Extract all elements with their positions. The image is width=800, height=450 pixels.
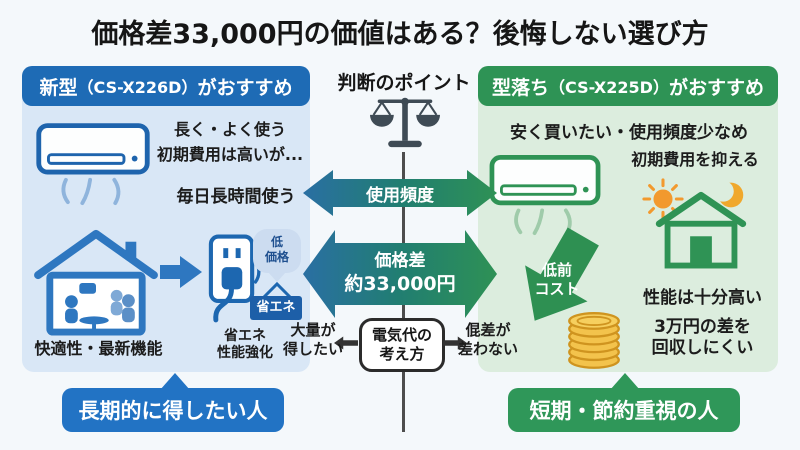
right-callout: 短期・節約重視の人 (508, 388, 740, 432)
left-eco-label: 省エネ 性能強化 (203, 328, 287, 362)
left-note: 長く・よく使う 初期費用は高いが... (145, 117, 315, 167)
left-usage-label: 毎日長時間使う (176, 187, 296, 207)
left-pointer-arrow-icon (334, 336, 358, 350)
low-price-balloon: 低 価格 (253, 229, 301, 273)
left-eco-label-line1: 省エネ (224, 328, 266, 344)
coins-icon (568, 312, 620, 369)
left-note-line1: 長く・よく使う (173, 120, 286, 139)
price-difference-label: 価格差 約33,000円 (303, 241, 497, 305)
cost-down-label-line1: 低前 (541, 261, 572, 279)
house-family-icon (34, 229, 158, 336)
left-eco-label-line2: 性能強化 (217, 345, 273, 361)
usage-frequency-arrow (303, 170, 497, 216)
right-header-suffix: がおすすめ (668, 76, 764, 99)
center-left-note-line1: 大量が (290, 321, 336, 339)
center-left-note: 大量が 得したい (282, 321, 344, 359)
electricity-cost-box: 電気代の 考え方 (359, 318, 445, 372)
balance-scale-icon (370, 97, 440, 148)
cost-down-label-line2: コスト (534, 280, 580, 298)
center-left-note-line2: 得したい (282, 340, 343, 358)
sign-hanger-icon (262, 282, 292, 298)
left-panel-header: 新型 （CS-X226D） がおすすめ (22, 66, 310, 106)
power-outlet-icon (208, 234, 261, 323)
right-recover-line1: 3万円の差を (654, 317, 751, 337)
electricity-box-line2: 考え方 (379, 345, 425, 363)
price-difference-arrow (303, 230, 497, 318)
air-conditioner-green-icon (489, 155, 601, 236)
price-difference-text2: 約33,000円 (344, 273, 456, 295)
moon-icon (712, 180, 744, 208)
cost-down-arrow-icon (525, 227, 599, 321)
right-note2: 初期費用を抑える (631, 150, 759, 169)
right-performance-label: 性能は十分高い (643, 288, 762, 308)
center-header: 判断のポイント (337, 72, 471, 94)
center-right-note-line2: 差わない (457, 340, 518, 358)
right-arrow-blue-icon (160, 256, 202, 288)
right-recover-label: 3万円の差を 回収しにくい (625, 317, 780, 359)
air-conditioner-blue-icon (36, 123, 150, 206)
left-header-suffix: がおすすめ (197, 76, 293, 99)
right-pointer-arrow-icon (443, 336, 467, 350)
low-price-balloon-pointer (268, 272, 286, 282)
eco-badge: 省エネ (250, 296, 302, 320)
right-note1: 安く買いたい・使用頻度少なめ (510, 123, 748, 143)
left-header-prefix: 新型 (39, 76, 78, 99)
right-panel-header: 型落ち （CS-X225D） がおすすめ (478, 66, 778, 106)
cost-down-label: 低前 コスト (524, 260, 590, 300)
left-callout-pointer (160, 373, 190, 390)
right-recover-line2: 回収しにくい (651, 338, 754, 358)
left-note-line2: 初期費用は高いが... (156, 145, 304, 164)
center-right-note: 倱差が 差わない (456, 321, 520, 359)
right-header-prefix: 型落ち (492, 76, 550, 99)
center-right-note-line1: 倱差が (465, 321, 511, 339)
left-callout: 長期的に得したい人 (62, 388, 284, 432)
right-callout-pointer (610, 373, 640, 390)
usage-frequency-text: 使用頻度 (366, 185, 434, 206)
left-comfort-label: 快適性・最新機能 (34, 339, 163, 358)
low-price-balloon-line1: 低 (270, 235, 283, 249)
left-header-model: （CS-X226D） (77, 78, 198, 97)
house-green-icon (655, 191, 747, 269)
price-difference-text1: 価格差 (374, 251, 426, 271)
page-title: 価格差33,000円の価値はある？後悔しない選び方 (91, 19, 709, 50)
electricity-box-line1: 電気代の (371, 326, 432, 344)
right-panel (478, 66, 778, 372)
low-price-balloon-line2: 価格 (264, 250, 289, 264)
usage-frequency-label: 使用頻度 (303, 176, 497, 210)
sun-icon (642, 178, 684, 220)
right-header-model: （CS-X225D） (549, 78, 669, 97)
